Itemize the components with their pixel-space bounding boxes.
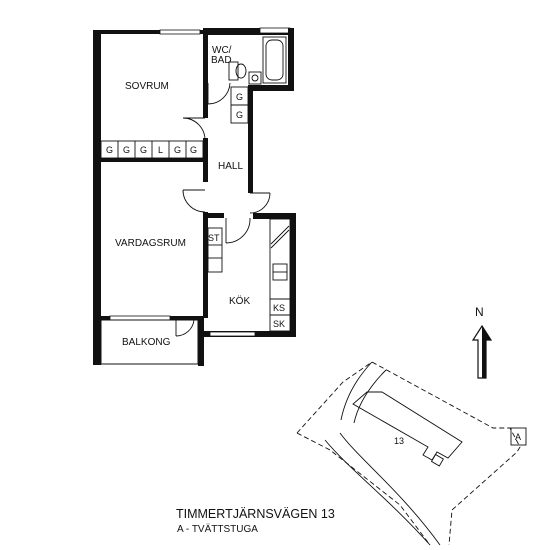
outer-walls [93,27,296,366]
closet-label: G [190,145,197,155]
closet-label: SK [273,319,285,329]
site-map [296,361,527,546]
closet-label: G [123,145,130,155]
room-label-kok: KÖK [229,295,250,307]
closet-label: G [140,145,147,155]
closet-label: G [236,110,243,120]
toilet [228,61,247,81]
room-label-sovrum: SOVRUM [125,81,169,92]
sink [248,71,262,85]
interior-walls [100,30,224,318]
room-label-vardagsrum: VARDAGSRUM [115,238,186,249]
site-laundry-marker: A [515,432,521,442]
room-label-balkong: BALKONG [122,337,171,348]
balcony-outline [100,319,199,365]
closet-label: G [106,145,113,155]
site-building-number: 13 [394,436,404,446]
legend-laundry: A - TVÄTTSTUGA [177,523,258,535]
closet-label: KS [273,303,285,313]
hall-wardrobes [230,86,249,124]
closet-label: G [236,92,243,102]
closet-label: L [158,145,163,155]
north-arrow-icon: N [471,305,493,379]
closet-label: ST [208,233,220,243]
bedroom-wardrobes [100,140,204,159]
closet-label: G [174,145,181,155]
north-label: N [475,305,484,319]
street-address: TIMMERTJÄRNSVÄGEN 13 [176,507,335,521]
room-label-wc: WC/ [212,45,232,56]
storage-closet [207,227,223,273]
door-swings [175,82,271,337]
kitchen-counter [269,218,291,332]
room-label-hall: HALL [218,161,243,172]
room-label-bad: BAD [211,55,232,66]
bathtub [262,36,287,84]
